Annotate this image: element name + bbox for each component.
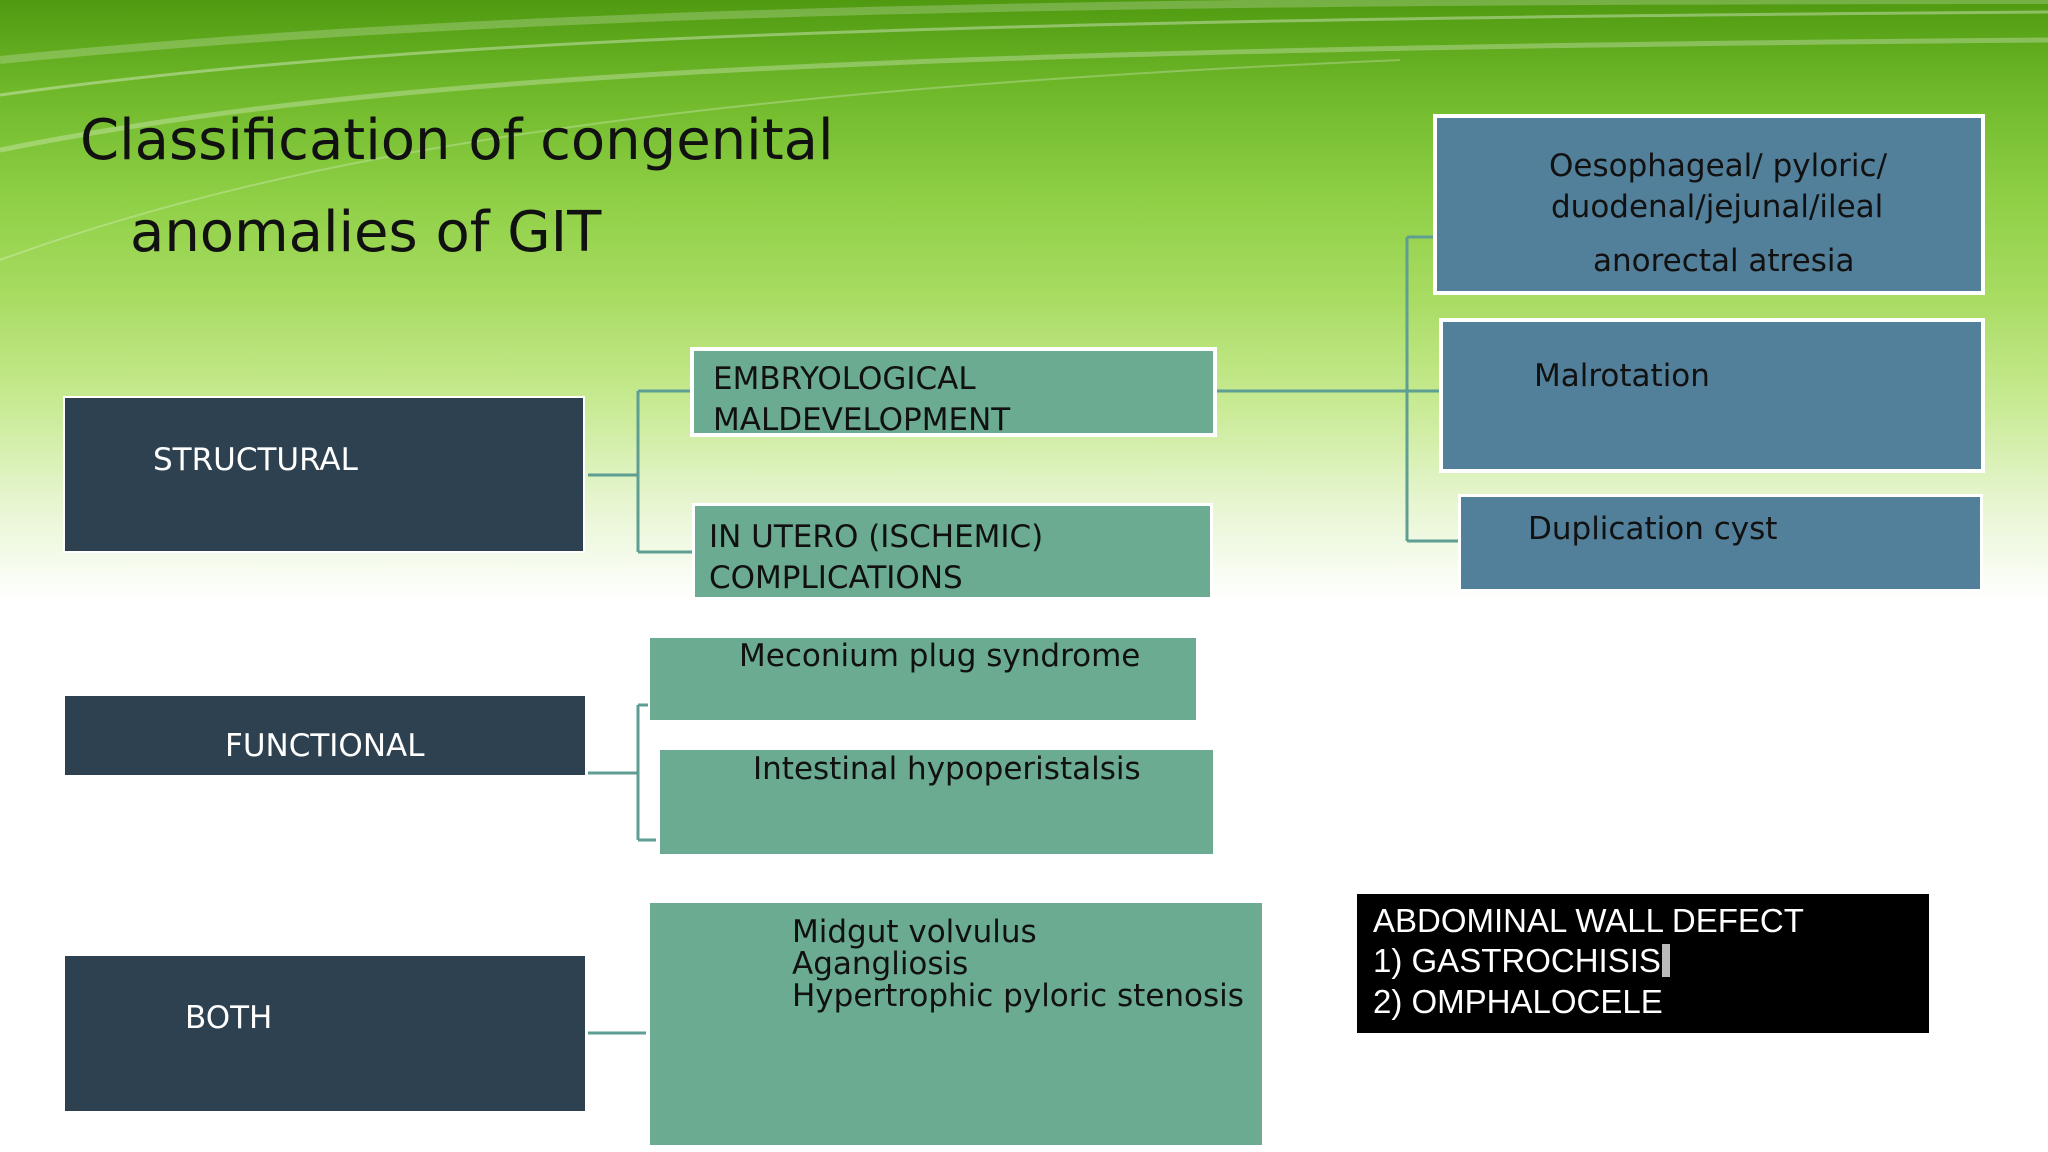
abdominal-wall-textbox[interactable]: ABDOMINAL WALL DEFECT 1) GASTROCHISIS 2)…: [1357, 894, 1929, 1033]
abdominal-wall-item-1: 1) GASTROCHISIS: [1373, 942, 1670, 980]
gastrochisis-text: 1) GASTROCHISIS: [1373, 942, 1661, 979]
atresia-box: Oesophageal/ pyloric/ duodenal/jejunal/i…: [1433, 114, 1985, 295]
both-box: BOTH: [65, 956, 585, 1111]
structural-label: STRUCTURAL: [153, 442, 358, 478]
slide-title-line2: anomalies of GIT: [130, 200, 602, 265]
malrotation-box: Malrotation: [1439, 318, 1985, 473]
atresia-line1: Oesophageal/ pyloric/: [1549, 148, 1888, 184]
malrotation-label: Malrotation: [1534, 358, 1710, 394]
both-item-1: Midgut volvulus: [792, 914, 1037, 950]
duplication-box: Duplication cyst: [1458, 494, 1983, 592]
in-utero-label: IN UTERO (ISCHEMIC) COMPLICATIONS: [709, 519, 1044, 596]
functional-box: FUNCTIONAL: [65, 696, 585, 775]
embryological-box: EMBRYOLOGICAL MALDEVELOPMENT: [690, 347, 1217, 438]
embryological-label: EMBRYOLOGICAL MALDEVELOPMENT: [713, 361, 1011, 438]
hypoperistalsis-box: Intestinal hypoperistalsis: [660, 750, 1213, 854]
structural-box: STRUCTURAL: [63, 396, 585, 553]
meconium-box: Meconium plug syndrome: [650, 638, 1196, 720]
both-items-box: Midgut volvulus Agangliosis Hypertrophic…: [650, 903, 1262, 1145]
abdominal-wall-heading: ABDOMINAL WALL DEFECT: [1373, 902, 1804, 939]
decorative-swoosh: [0, 0, 2048, 261]
atresia-line2: duodenal/jejunal/ileal: [1551, 189, 1884, 225]
both-item-3: Hypertrophic pyloric stenosis: [792, 978, 1244, 1014]
slide-title-line1: Classification of congenital: [80, 108, 834, 173]
text-cursor: [1661, 944, 1670, 977]
duplication-label: Duplication cyst: [1528, 511, 1778, 547]
hypoperistalsis-label: Intestinal hypoperistalsis: [753, 751, 1141, 787]
in-utero-box: IN UTERO (ISCHEMIC) COMPLICATIONS: [692, 503, 1213, 600]
abdominal-wall-item-2: 2) OMPHALOCELE: [1373, 983, 1663, 1020]
both-item-2: Agangliosis: [792, 946, 969, 982]
functional-label: FUNCTIONAL: [225, 728, 425, 764]
atresia-line3: anorectal atresia: [1593, 243, 1855, 279]
both-label: BOTH: [185, 1000, 273, 1036]
meconium-label: Meconium plug syndrome: [739, 638, 1141, 674]
